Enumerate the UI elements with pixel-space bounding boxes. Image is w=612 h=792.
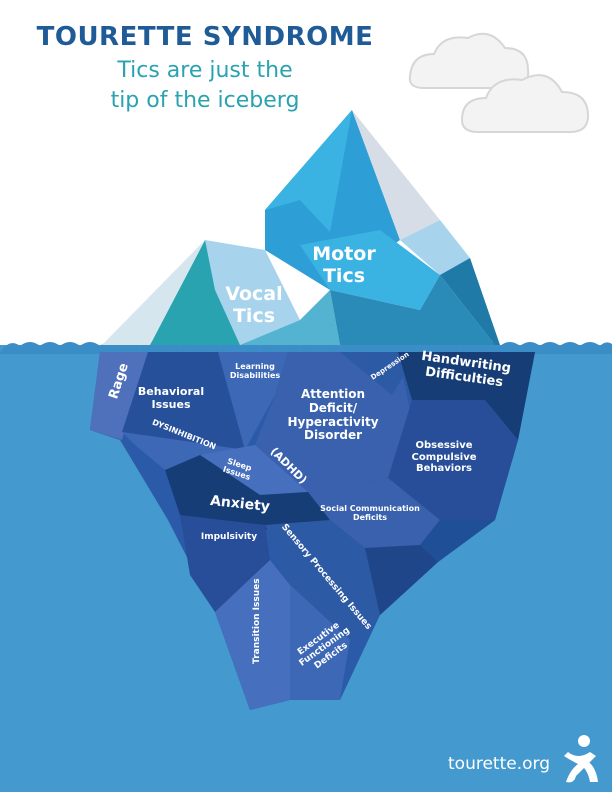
label-motor-tics: Motor Tics	[312, 243, 376, 287]
iceberg-underwater	[90, 352, 535, 710]
label-learning-disabilities: Learning Disabilities	[229, 362, 281, 381]
subtitle-line-1: Tics are just the	[117, 58, 293, 83]
label-ocd: Obsessive Compulsive Behaviors	[411, 440, 477, 474]
subtitle-line-2: tip of the iceberg	[110, 88, 300, 113]
iceberg-tip	[102, 110, 500, 345]
label-transition-issues: Transition Issues	[251, 578, 262, 664]
label-social-communication: Social Communication Deficits	[320, 504, 420, 523]
label-impulsivity: Impulsivity	[200, 532, 258, 542]
page-title: TOURETTE SYNDROME	[36, 22, 374, 52]
cloud-icon	[460, 74, 590, 133]
label-adhd: Attention Deficit/ Hyperactivity Disorde…	[287, 387, 379, 443]
website-link[interactable]: tourette.org	[448, 754, 550, 774]
cloud-icon	[408, 32, 530, 89]
label-behavioral-issues: Behavioral Issues	[137, 385, 205, 411]
tourette-logo-icon	[564, 735, 598, 783]
label-vocal-tics: Vocal Tics	[225, 283, 283, 327]
